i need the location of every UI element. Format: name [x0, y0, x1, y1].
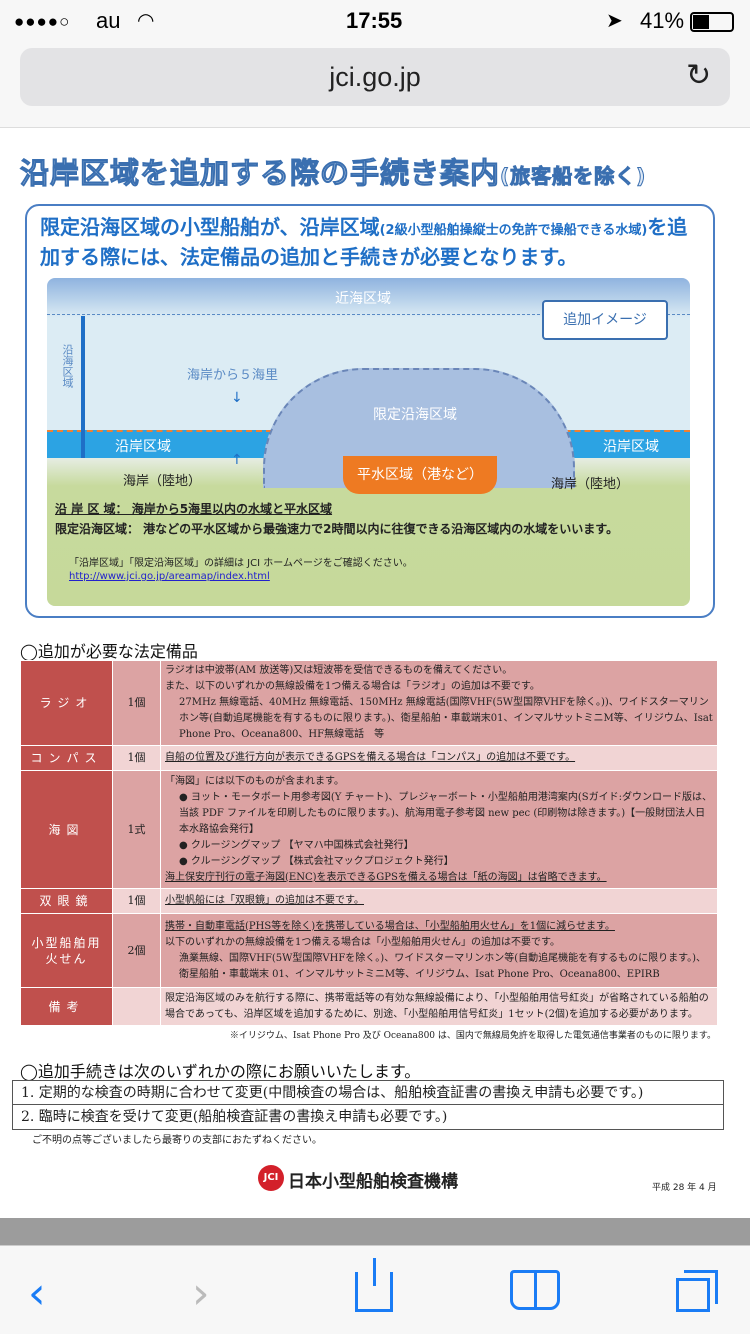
lead-text: 限定沿海区域の小型船舶が、沿岸区域(2級小型船舶操縦士の免許で操船できる水域)を… — [40, 215, 688, 269]
area-diagram: 近海区域 追加イメージ 限定沿海区域 平水区域（港など） 沿海区域 海岸から５海… — [47, 278, 690, 606]
wifi-icon: ◠ — [137, 10, 155, 32]
carrier: au — [96, 8, 121, 33]
battery-icon — [690, 12, 734, 32]
tabs-icon[interactable] — [676, 1278, 710, 1312]
address-bar[interactable]: jci.go.jp — [20, 48, 730, 106]
coastal-label-left: 沿岸区域 — [115, 439, 171, 455]
procedure-list: 1. 定期的な検査の時期に合わせて変更(中間検査の場合は、船舶検査証書の書換え申… — [12, 1080, 724, 1130]
five-nm-label: 海岸から５海里 — [187, 368, 279, 383]
procedure-heading: ◯追加手続きは次のいずれかの際にお願いいたします。 — [20, 1062, 421, 1081]
bookmarks-icon[interactable] — [510, 1270, 560, 1310]
coastal-sea-label: 沿海区域 — [61, 344, 74, 388]
list-item: 1. 定期的な検査の時期に合わせて変更(中間検査の場合は、船舶検査証書の書換え申… — [13, 1081, 723, 1105]
inquiry-note: ご不明の点等ございましたら最寄りの支部におたずねください。 — [32, 1135, 322, 1146]
back-icon[interactable]: ‹ — [28, 1268, 46, 1319]
land-label-left: 海岸（陸地） — [123, 474, 202, 489]
table-row: 備考限定沿海区域のみを航行する際に、携帯電話等の有効な無線設備により、「小型船舶… — [20, 987, 718, 1026]
equipment-heading: ◯追加が必要な法定備品 — [20, 642, 198, 661]
share-icon[interactable] — [355, 1258, 393, 1312]
near-sea-line — [47, 314, 690, 315]
page-end — [0, 1218, 750, 1245]
land-label-right: 海岸（陸地） — [551, 477, 630, 492]
list-item: 2. 臨時に検査を受けて変更(船舶検査証書の書換え申請も必要です。) — [21, 1109, 448, 1125]
arrow-up-icon: ↑ — [231, 452, 243, 468]
arrow-down-icon: ↓ — [231, 390, 243, 406]
organization-name: 日本小型船舶検査機構 — [288, 1172, 458, 1192]
harbor-area: 平水区域（港など） — [343, 456, 497, 494]
near-sea-label: 近海区域 — [335, 291, 391, 307]
add-image-label: 追加イメージ — [542, 300, 668, 340]
footnote: ※イリジウム、Isat Phone Pro 及び Oceana800 は、国内で… — [229, 1031, 716, 1041]
page-title: 沿岸区域を追加する際の手続き案内(旅客船を除く) — [19, 156, 647, 191]
reload-icon[interactable]: ↻ — [686, 58, 712, 93]
definition-coastal: 沿 岸 区 域： 海岸から5海里以内の水域と平水区域 — [55, 502, 333, 516]
forward-icon[interactable]: › — [192, 1268, 210, 1319]
location-icon: ➤ — [606, 10, 623, 32]
details-note: 「沿岸区域」「限定沿海区域」の詳細は JCI ホームページをご確認ください。 — [69, 558, 413, 569]
clock: 17:55 — [346, 8, 403, 33]
signal-icon: ●●●●○ — [14, 12, 71, 31]
battery-percent: 41% — [640, 8, 685, 33]
publish-date: 平成 28 年 4 月 — [652, 1183, 717, 1193]
summary-box — [25, 204, 715, 618]
definition-limited: 限定沿海区域： 港などの平水区域から最強速力で2時間以内に往復できる沿海区域内の… — [55, 522, 619, 536]
tabs-icon-back — [684, 1270, 718, 1304]
jci-logo: JCI — [258, 1165, 284, 1191]
coastal-label-right: 沿岸区域 — [603, 439, 659, 455]
areamap-link[interactable]: http://www.jci.go.jp/areamap/index.html — [69, 571, 270, 582]
coastal-sea-arrow — [81, 316, 85, 458]
url-text: jci.go.jp — [329, 62, 421, 92]
